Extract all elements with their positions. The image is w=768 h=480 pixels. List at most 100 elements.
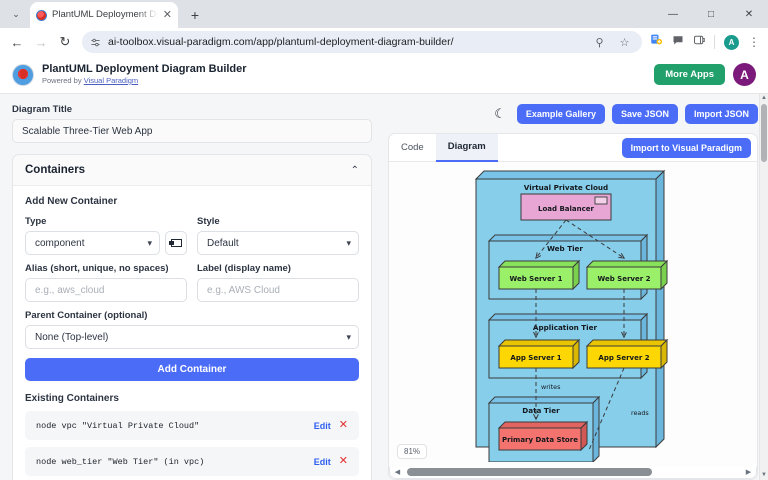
- maximize-icon[interactable]: □: [707, 8, 715, 20]
- parent-container-select[interactable]: None (Top-level) ▾: [25, 325, 359, 349]
- containers-title: Containers: [25, 164, 86, 176]
- container-code: node web_tier "Web Tier" (in vpc): [36, 456, 205, 467]
- style-label: Style: [197, 216, 220, 227]
- edit-link[interactable]: Edit: [313, 420, 331, 431]
- user-avatar[interactable]: A: [733, 63, 756, 86]
- type-label: Type: [25, 216, 47, 227]
- diagram-node-primary-data-store: Primary Data Store: [497, 420, 589, 452]
- tab-title: PlantUML Deployment Diagram: [52, 9, 158, 20]
- browser-chrome: ⌄ PlantUML Deployment Diagram ✕ + — □ ✕ …: [0, 0, 768, 56]
- list-item[interactable]: node web_tier "Web Tier" (in vpc) Edit ✕: [25, 447, 359, 476]
- horizontal-scrollbar[interactable]: ◀ ▶: [389, 466, 757, 479]
- chrome-menu-icon[interactable]: ⋮: [748, 35, 760, 49]
- svg-text:Web Tier: Web Tier: [547, 244, 583, 253]
- edge-label-reads: reads: [631, 409, 649, 417]
- style-select[interactable]: Default ▾: [197, 231, 359, 255]
- container-code: node vpc "Virtual Private Cloud": [36, 420, 200, 431]
- existing-containers-heading: Existing Containers: [25, 393, 119, 404]
- scroll-down-icon[interactable]: ▼: [761, 472, 767, 478]
- delete-icon[interactable]: ✕: [338, 455, 348, 467]
- address-bar[interactable]: ai-toolbox.visual-paradigm.com/app/plant…: [82, 31, 642, 53]
- diagram-title-label: Diagram Title: [12, 104, 73, 115]
- reload-icon[interactable]: ↻: [59, 34, 71, 49]
- scroll-up-icon[interactable]: ▲: [761, 95, 767, 101]
- extension-icon[interactable]: [650, 33, 663, 51]
- dark-mode-icon[interactable]: ☾: [494, 106, 506, 121]
- comment-icon[interactable]: [672, 33, 684, 51]
- chevron-down-icon: ▾: [346, 331, 351, 342]
- svg-text:Web Server 1: Web Server 1: [510, 275, 563, 283]
- containers-card-header[interactable]: Containers ⌃: [13, 155, 371, 186]
- back-icon[interactable]: ←: [10, 34, 24, 50]
- scroll-right-icon[interactable]: ▶: [745, 469, 752, 476]
- svg-text:Primary Data Store: Primary Data Store: [502, 436, 578, 444]
- zoom-level-badge: 81%: [397, 444, 428, 459]
- alias-input[interactable]: e.g., aws_cloud: [25, 278, 187, 302]
- svg-text:App Server 2: App Server 2: [598, 354, 649, 362]
- diagram-title-input[interactable]: Scalable Three-Tier Web App: [12, 119, 372, 143]
- powered-by-text: Powered by Visual Paradigm: [42, 76, 247, 86]
- forward-icon[interactable]: →: [34, 34, 48, 50]
- import-to-visual-paradigm-button[interactable]: Import to Visual Paradigm: [621, 137, 751, 158]
- display-label-input[interactable]: e.g., AWS Cloud: [197, 278, 359, 302]
- page-scroll-thumb[interactable]: [761, 104, 767, 162]
- scroll-left-icon[interactable]: ◀: [394, 469, 401, 476]
- minimize-icon[interactable]: —: [668, 8, 678, 20]
- edit-link[interactable]: Edit: [313, 456, 331, 467]
- diagram-node-web-server-1: Web Server 1: [497, 259, 581, 291]
- list-item[interactable]: node vpc "Virtual Private Cloud" Edit ✕: [25, 411, 359, 440]
- hscroll-track[interactable]: [405, 468, 741, 476]
- svg-text:Application Tier: Application Tier: [533, 323, 598, 332]
- save-json-button[interactable]: Save JSON: [611, 104, 678, 124]
- diagram-card: Code Diagram Import to Visual Paradigm 8…: [388, 133, 758, 480]
- close-icon[interactable]: ✕: [162, 8, 172, 21]
- diagram-edges: [536, 219, 624, 451]
- type-select-value: component: [35, 237, 85, 249]
- parent-container-label: Parent Container (optional): [25, 310, 148, 321]
- app-body: Diagram Title Scalable Three-Tier Web Ap…: [0, 94, 768, 480]
- style-select-value: Default: [207, 237, 239, 249]
- browser-tab[interactable]: PlantUML Deployment Diagram ✕: [30, 2, 178, 28]
- new-tab-button[interactable]: +: [190, 7, 200, 23]
- example-gallery-button[interactable]: Example Gallery: [516, 104, 605, 124]
- right-panel: ☾ Example Gallery Save JSON Import JSON …: [384, 94, 768, 480]
- tabs-bar: Code Diagram Import to Visual Paradigm: [389, 134, 757, 162]
- type-select[interactable]: component ▾: [25, 231, 160, 255]
- visual-paradigm-link[interactable]: Visual Paradigm: [83, 76, 139, 85]
- profile-avatar[interactable]: A: [724, 34, 739, 50]
- tab-code[interactable]: Code: [401, 142, 424, 153]
- tab-search-icon[interactable]: ⌄: [12, 8, 20, 19]
- svg-text:Data Tier: Data Tier: [522, 406, 560, 415]
- parent-container-value: None (Top-level): [35, 331, 109, 343]
- tab-diagram[interactable]: Diagram: [435, 134, 498, 162]
- hscroll-thumb[interactable]: [407, 468, 653, 476]
- more-apps-button[interactable]: More Apps: [654, 64, 725, 85]
- add-new-container-heading: Add New Container: [25, 196, 118, 207]
- url-text: ai-toolbox.visual-paradigm.com/app/plant…: [108, 36, 454, 48]
- site-settings-icon[interactable]: [90, 37, 101, 48]
- split-tab-icon[interactable]: [693, 33, 705, 51]
- svg-text:Virtual Private Cloud: Virtual Private Cloud: [524, 183, 608, 192]
- zoom-icon[interactable]: ⚲: [595, 36, 604, 49]
- window-close-icon[interactable]: ✕: [744, 8, 754, 20]
- svg-text:Web Server 2: Web Server 2: [598, 275, 651, 283]
- svg-text:Load Balancer: Load Balancer: [538, 205, 595, 213]
- chevron-up-icon[interactable]: ⌃: [350, 164, 359, 176]
- tab-strip: ⌄ PlantUML Deployment Diagram ✕ + — □ ✕: [0, 0, 768, 28]
- app-header: PlantUML Deployment Diagram Builder Powe…: [0, 56, 768, 94]
- component-shape-icon[interactable]: [165, 231, 187, 255]
- containers-card-body: Add New Container Type component ▾: [13, 186, 371, 480]
- import-json-button[interactable]: Import JSON: [684, 104, 758, 124]
- toolbar-divider: [714, 35, 715, 49]
- display-label-label: Label (display name): [197, 263, 291, 274]
- page-scrollbar[interactable]: ▲ ▼: [759, 94, 768, 480]
- diagram-node-app-server-2: App Server 2: [585, 338, 669, 370]
- edge-label-writes: writes: [541, 383, 561, 391]
- delete-icon[interactable]: ✕: [338, 419, 348, 431]
- alias-label: Alias (short, unique, no spaces): [25, 263, 169, 274]
- bookmark-star-icon[interactable]: ☆: [619, 36, 630, 49]
- window-controls: — □ ✕: [654, 0, 768, 28]
- browser-toolbar: ← → ↻ ai-toolbox.visual-paradigm.com/app…: [0, 28, 768, 56]
- add-container-button[interactable]: Add Container: [25, 358, 359, 381]
- diagram-canvas[interactable]: 81% Virtual Private Cloud: [389, 162, 757, 467]
